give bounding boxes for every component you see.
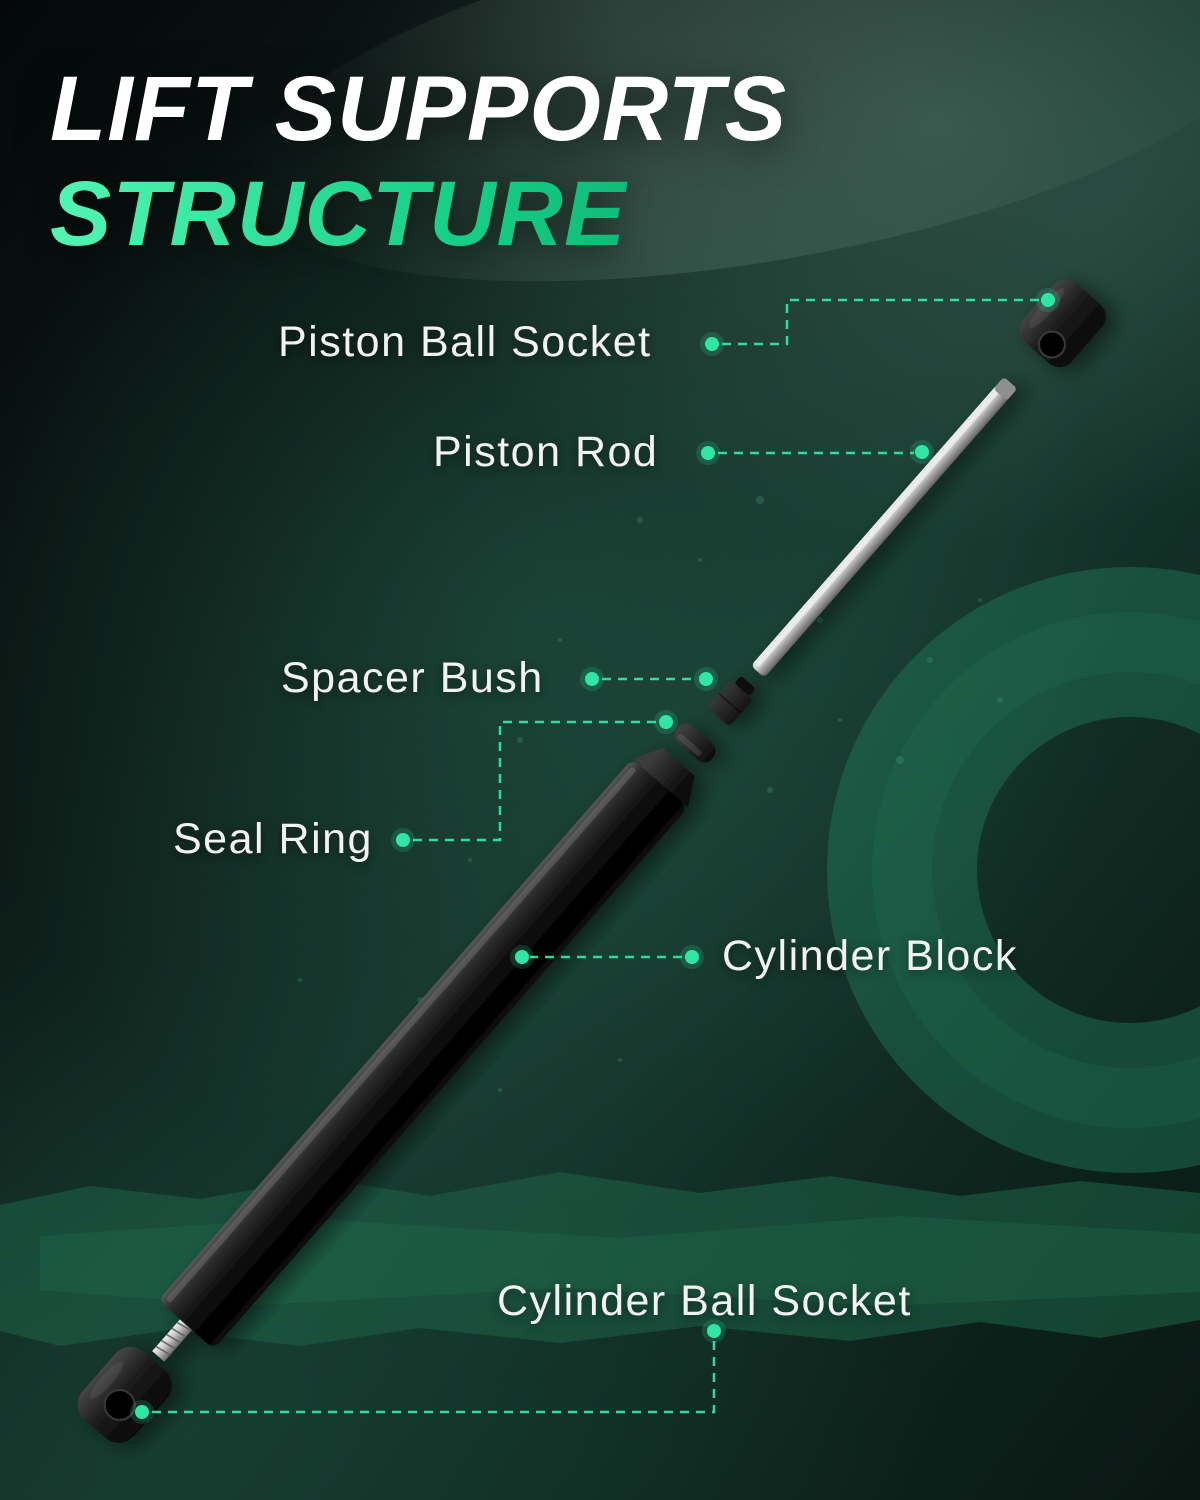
dot-cylinder-block-part (510, 945, 534, 969)
lift-support-strut (77, 279, 1106, 1443)
dot-cylinder-block-label (680, 945, 704, 969)
threaded-stud-part (152, 1317, 194, 1362)
label-spacer-bush: Spacer Bush (281, 654, 544, 702)
callout-dots (130, 288, 1060, 1424)
label-seal-ring: Seal Ring (173, 815, 373, 863)
connector-piston-ball-socket (722, 298, 1040, 346)
label-cylinder-ball-socket: Cylinder Ball Socket (497, 1277, 912, 1325)
callout-connectors (152, 298, 1040, 1414)
cylinder-block-part (161, 748, 695, 1346)
dot-cylinder-ball-socket-label (702, 1319, 726, 1343)
dot-cylinder-ball-socket-part (130, 1400, 154, 1424)
page-title: LIFT SUPPORTS STRUCTURE (50, 57, 787, 267)
dot-spacer-bush-label (580, 667, 604, 691)
label-piston-rod: Piston Rod (433, 428, 659, 476)
piston-ball-socket-part (1019, 279, 1106, 368)
dot-piston-ball-socket-part (1036, 288, 1060, 312)
dot-piston-rod-part (910, 440, 934, 464)
title-line-2: STRUCTURE (50, 162, 787, 267)
connector-seal-ring (413, 720, 658, 842)
piston-rod-part (752, 378, 1016, 676)
cylinder-ball-socket-part (77, 1346, 172, 1443)
connector-cylinder-ball-socket (152, 1341, 716, 1414)
spacer-bush-part (708, 676, 755, 726)
background-ring (827, 567, 1200, 1173)
label-cylinder-block: Cylinder Block (722, 932, 1018, 980)
title-line-1: LIFT SUPPORTS (50, 58, 788, 161)
seal-ring-part (674, 723, 716, 763)
dot-piston-ball-socket-label (700, 332, 724, 356)
label-piston-ball-socket: Piston Ball Socket (278, 318, 652, 366)
dot-seal-ring-part (654, 710, 678, 734)
dot-spacer-bush-part (694, 667, 718, 691)
dot-seal-ring-label (391, 828, 415, 852)
dot-piston-rod-label (696, 441, 720, 465)
